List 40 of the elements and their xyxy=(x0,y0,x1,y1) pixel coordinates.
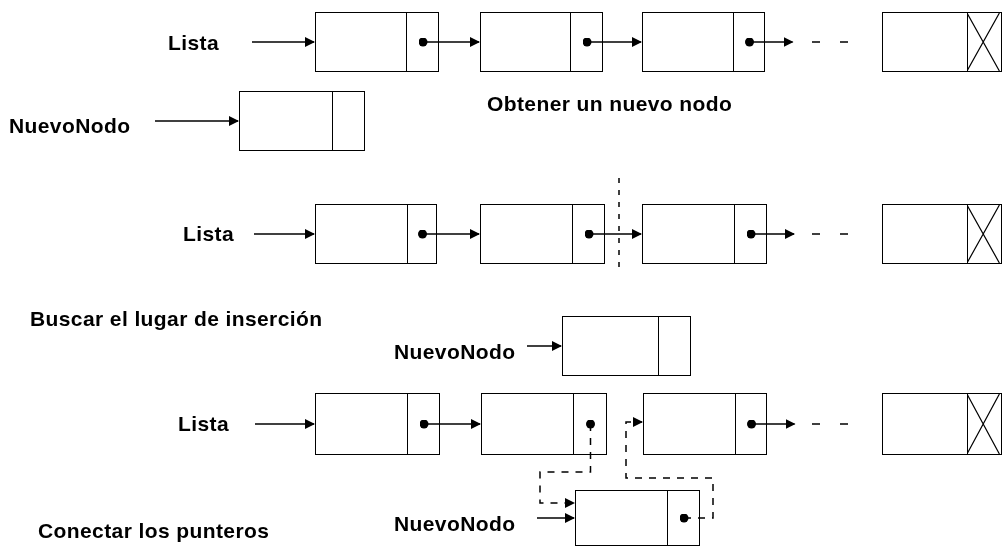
arrow xyxy=(584,229,642,239)
arrow xyxy=(746,229,795,239)
dashed-arrow xyxy=(625,417,714,523)
step-caption: Obtener un nuevo nodo xyxy=(487,92,733,116)
arrow xyxy=(419,419,481,429)
arrow xyxy=(251,37,315,47)
list-node xyxy=(315,393,440,455)
list-node xyxy=(642,12,765,72)
list-node xyxy=(315,12,439,72)
arrow xyxy=(745,37,794,47)
list-node xyxy=(480,204,605,264)
pointer-label: NuevoNodo xyxy=(394,340,516,364)
arrow xyxy=(418,37,480,47)
pointer-label: NuevoNodo xyxy=(394,512,516,536)
null-list-node xyxy=(882,12,1002,72)
pointer-label: Lista xyxy=(168,31,219,55)
arrow xyxy=(418,229,480,239)
pointer-label: Lista xyxy=(183,222,234,246)
list-node xyxy=(562,316,691,376)
dashed-arrow xyxy=(539,419,595,508)
list-node xyxy=(480,12,603,72)
step-caption: Buscar el lugar de inserción xyxy=(30,307,323,331)
list-node xyxy=(575,490,700,546)
arrow xyxy=(154,116,239,126)
arrow xyxy=(526,341,562,351)
pointer-label: NuevoNodo xyxy=(9,114,131,138)
pointer-label: Lista xyxy=(178,412,229,436)
arrow xyxy=(253,229,315,239)
list-node xyxy=(239,91,365,151)
list-node xyxy=(315,204,437,264)
null-list-node xyxy=(882,204,1002,264)
step-caption: Conectar los punteros xyxy=(38,519,270,543)
list-node xyxy=(642,204,767,264)
null-list-node xyxy=(882,393,1002,455)
list-node xyxy=(481,393,607,455)
arrow xyxy=(747,419,796,429)
arrow xyxy=(254,419,315,429)
list-node xyxy=(643,393,767,455)
arrow xyxy=(582,37,642,47)
arrow xyxy=(536,513,575,523)
